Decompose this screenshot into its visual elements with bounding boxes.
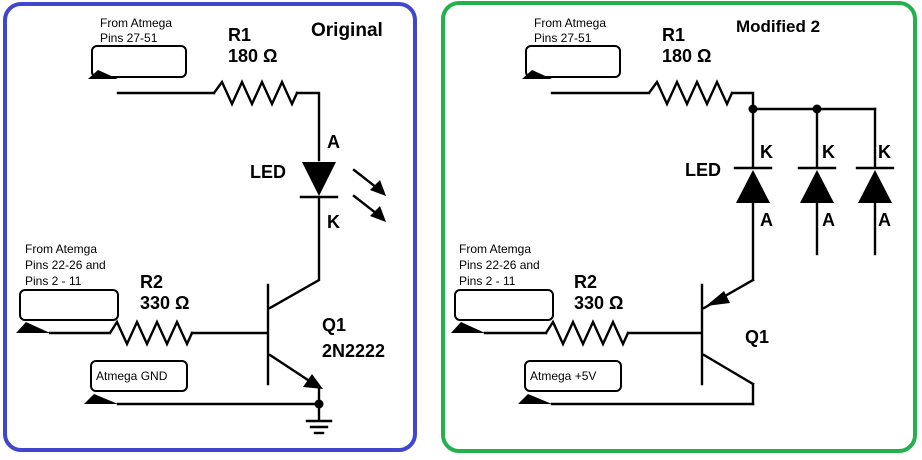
original-top-input-connector [88, 45, 187, 79]
modified-led1-anode-label: A [760, 210, 773, 230]
modified-led1-cathode-label: K [760, 142, 773, 162]
original-top-pins-line1: From Atmega [100, 16, 172, 30]
modified-left-input-connector [451, 289, 554, 333]
original-title: Original [311, 20, 383, 41]
modified-top-pins-line2: Pins 27-51 [534, 31, 592, 45]
original-r1-value: 180 Ω [228, 46, 277, 66]
original-panel: Original From Atmega Pins 27-51 R1 180 Ω… [3, 2, 417, 452]
modified-panel-border [441, 1, 917, 453]
modified-led3-anode-label: A [878, 210, 891, 230]
modified-left-pins-line2: Pins 22-26 and [459, 258, 540, 272]
modified-top-pins-line1: From Atmega [534, 16, 606, 30]
modified-led-2 [797, 166, 837, 203]
original-gnd-connector [84, 360, 188, 404]
original-q1-name: Q1 [322, 315, 346, 335]
modified-led2-anode-label: A [822, 210, 835, 230]
original-left-pins-line3: Pins 2 - 11 [25, 274, 82, 288]
modified-led-1 [733, 166, 773, 203]
original-q1-part: 2N2222 [322, 341, 385, 361]
modified-r1-value: 180 Ω [662, 46, 711, 66]
modified-led-3 [855, 166, 895, 203]
modified-r2-value: 330 Ω [574, 293, 623, 313]
original-q1-transistor [266, 283, 323, 389]
modified-left-pins-line1: From Atemga [459, 242, 531, 256]
modified-led-label: LED [685, 160, 721, 180]
original-left-pins-line1: From Atemga [25, 242, 97, 256]
original-r1-name: R1 [228, 25, 251, 45]
modified-r2-resistor [544, 319, 630, 347]
original-panel-border [3, 2, 417, 452]
original-r2-name: R2 [140, 272, 163, 292]
original-led-label: LED [250, 162, 286, 182]
modified-q1-name: Q1 [745, 327, 769, 347]
original-r2-value: 330 Ω [140, 293, 189, 313]
modified-led2-cathode-label: K [822, 142, 835, 162]
modified-r2-name: R2 [574, 272, 597, 292]
original-wire-led-to-collector [268, 196, 321, 310]
original-left-pins-line2: Pins 22-26 and [25, 258, 106, 272]
original-led [299, 162, 339, 199]
original-wire-r1-to-led [295, 91, 321, 162]
modified-title: Modified 2 [736, 17, 820, 36]
modified-supply-connector [518, 360, 622, 404]
modified-supply-label: Atmega +5V [530, 369, 596, 383]
modified-r1-resistor [647, 79, 734, 107]
modified-top-input-connector [522, 45, 621, 79]
modified-q1-transistor [700, 278, 755, 386]
modified-left-pins-line3: Pins 2 - 11 [459, 274, 516, 288]
original-led-anode-label: A [327, 132, 340, 152]
original-left-input-connector [16, 289, 119, 333]
original-ground-icon [305, 419, 333, 435]
original-r2-resistor [108, 319, 194, 347]
modified-led3-cathode-label: K [878, 142, 891, 162]
original-top-pins-line2: Pins 27-51 [100, 31, 158, 45]
original-led-cathode-label: K [327, 212, 340, 232]
modified-r1-name: R1 [662, 25, 685, 45]
original-led-light-arrows-icon [352, 168, 386, 222]
original-junction-dot [314, 399, 324, 409]
original-r1-resistor [212, 79, 299, 107]
modified-panel: Modified 2 From Atmega Pins 27-51 R1 180… [441, 1, 917, 453]
original-gnd-label: Atmega GND [96, 369, 168, 383]
